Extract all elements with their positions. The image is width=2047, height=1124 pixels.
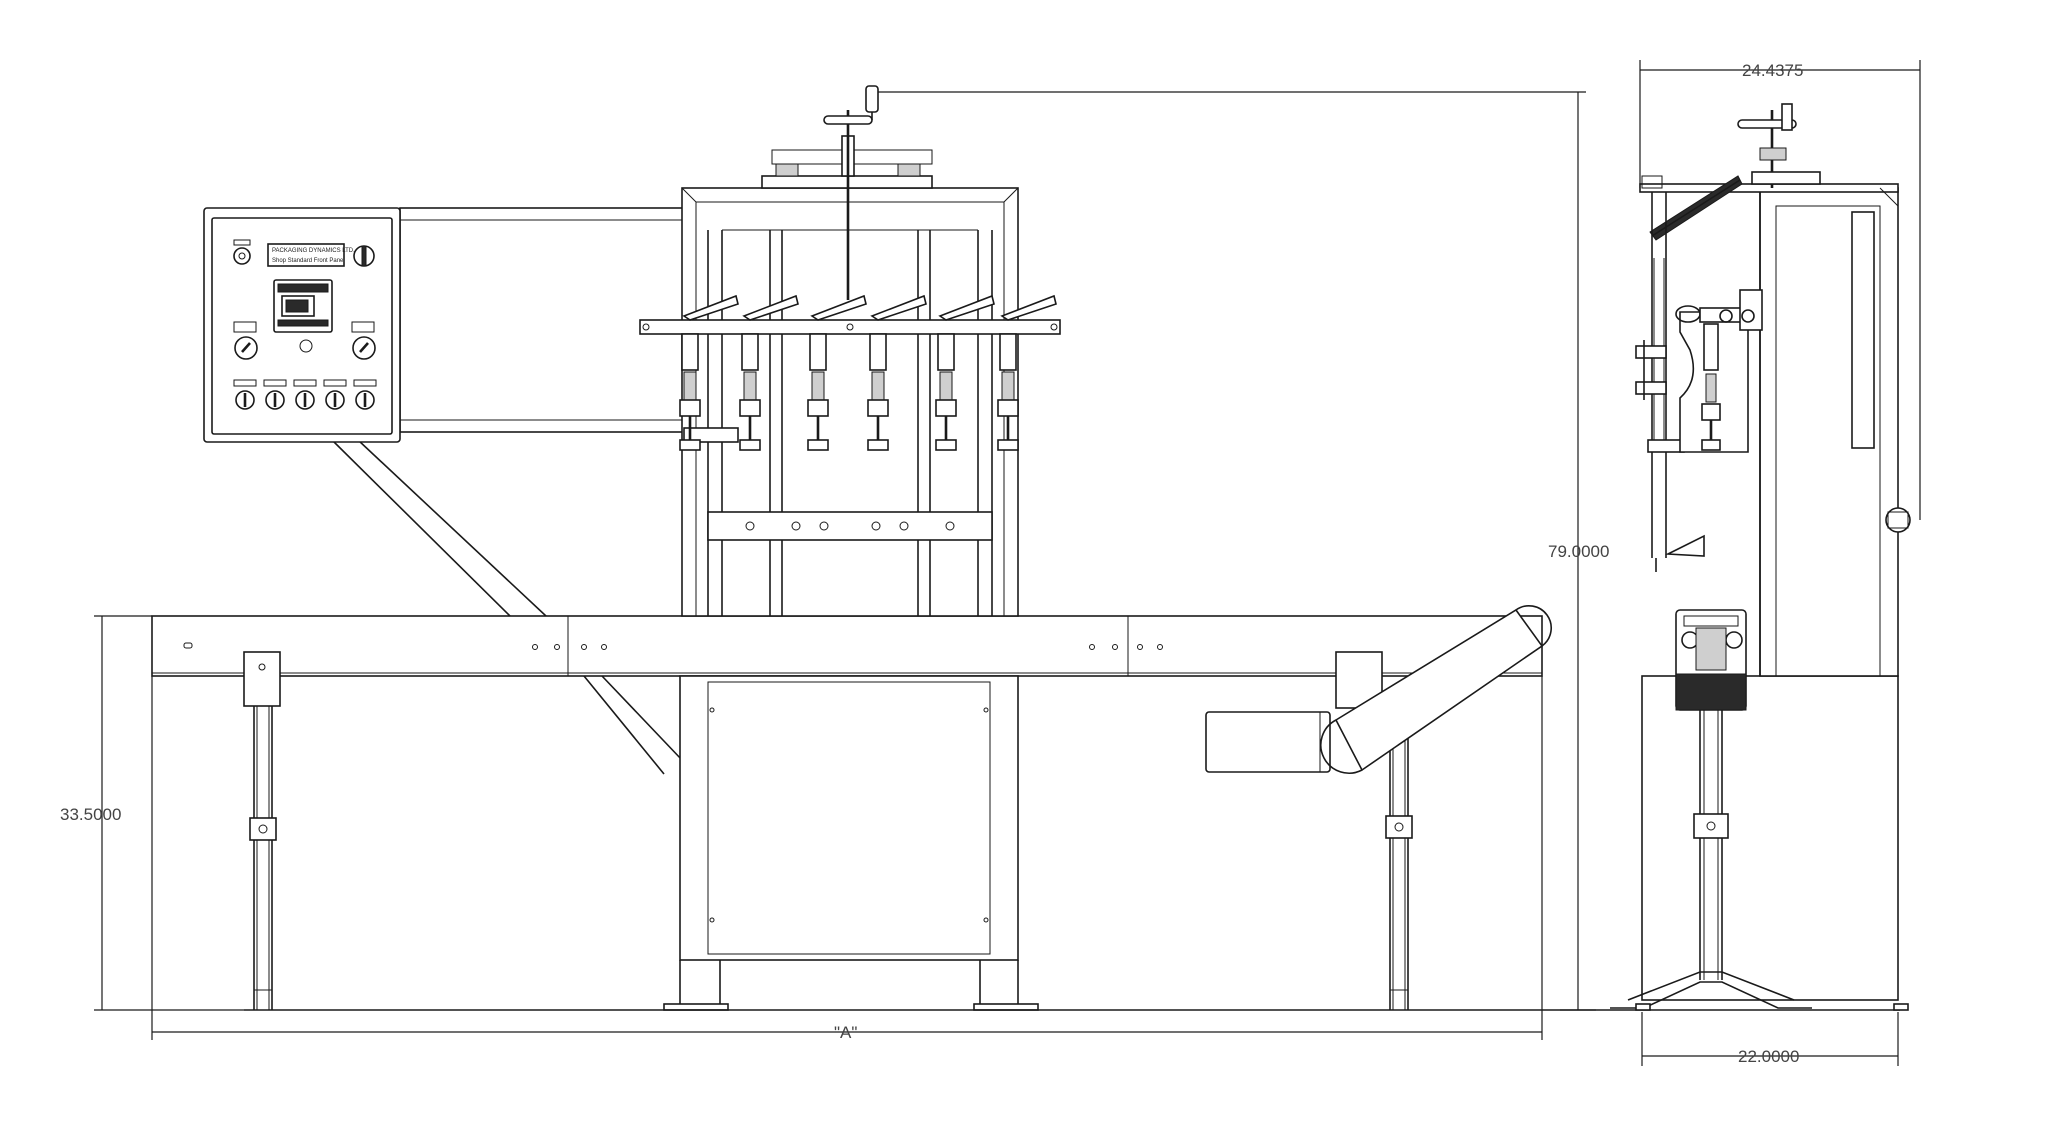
panel-support-brace	[331, 439, 683, 775]
overall-height-label: 79.0000	[1548, 542, 1609, 561]
filler-frame	[681, 187, 1019, 617]
side-view: 24.4375	[1600, 60, 1921, 1066]
selector-switches	[233, 379, 377, 410]
nozzle-5	[935, 294, 995, 451]
nozzle-2	[739, 294, 799, 451]
side-crank	[1737, 103, 1821, 188]
conveyor-right-leg	[1335, 651, 1413, 1010]
nozzle-3	[807, 294, 867, 451]
nozzle-4	[867, 294, 927, 451]
nameplate-line2: Shop Standard Front Panel	[272, 258, 345, 264]
side-upright-column	[1639, 175, 1899, 677]
side-conveyor-end	[1675, 609, 1747, 711]
conveyor-left-leg	[243, 651, 281, 1010]
length-a-dimension: "A"	[151, 676, 1543, 1042]
base-width-label: 22.0000	[1738, 1047, 1799, 1066]
conveyor-height-label: 33.5000	[60, 805, 121, 824]
base-cabinet	[663, 675, 1039, 1011]
overall-height-dimension: 79.0000	[878, 91, 1609, 1011]
side-nozzle-guide	[1635, 192, 1705, 572]
top-width-label: 24.4375	[1742, 61, 1803, 80]
top-width-dimension: 24.4375	[1639, 60, 1921, 520]
side-base-cabinet	[1641, 675, 1899, 1001]
side-support-leg	[1693, 710, 1729, 980]
nameplate-line1: PACKAGING DYNAMICS LTD.	[272, 248, 355, 254]
front-view: PACKAGING DYNAMICS LTD. Shop Standard Fr…	[60, 85, 1609, 1042]
base-width-dimension: 22.0000	[1641, 1012, 1899, 1066]
side-foot	[1600, 971, 1909, 1011]
conveyor-rail	[151, 615, 1543, 677]
nozzle-1	[679, 294, 739, 451]
side-column-knob	[1885, 507, 1911, 533]
nozzle-manifold-bar	[639, 319, 1061, 335]
conveyor-height-dimension: 33.5000	[60, 615, 244, 1011]
side-nozzle-head	[1675, 289, 1763, 453]
length-a-label: "A"	[834, 1023, 857, 1042]
control-panel: PACKAGING DYNAMICS LTD. Shop Standard Fr…	[203, 207, 401, 443]
filling-nozzles	[679, 294, 1057, 451]
nozzle-6	[997, 294, 1057, 451]
conveyor-motor	[1205, 605, 1552, 774]
height-adjust-crank	[761, 85, 933, 300]
